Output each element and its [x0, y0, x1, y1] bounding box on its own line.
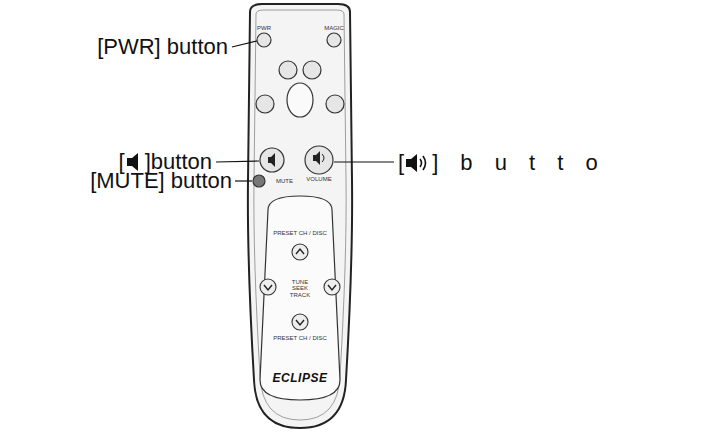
button-legend: MAGIC — [324, 25, 344, 31]
button-legend: MUTE — [276, 178, 293, 184]
button-legend: VOLUME — [306, 176, 331, 182]
remote-body — [248, 4, 352, 428]
button-legend: PRESET CH / DISC — [270, 230, 330, 236]
button-legend: PRESET CH / DISC — [270, 335, 330, 341]
buttons — [253, 33, 344, 187]
button-legend: PWR — [257, 25, 271, 31]
part-label: ] b u t t o — [432, 151, 598, 175]
tuning-buttons — [260, 244, 340, 330]
speaker-glyphs — [268, 151, 324, 167]
remote-rim — [254, 10, 346, 420]
arrow-glyphs — [264, 249, 336, 325]
bracket-text: [ — [398, 151, 404, 175]
lower-panel — [260, 196, 340, 400]
button-legend: TUNE SEEK TRACK — [285, 279, 315, 298]
part-label: [PWR] button — [97, 35, 228, 59]
leader-lines — [216, 41, 394, 181]
brand-logo: ECLIPSE — [273, 372, 328, 385]
volume-up-label: [ ] b u t t o — [398, 151, 598, 175]
speaker-icon — [404, 152, 432, 174]
part-label: [MUTE] button — [90, 169, 232, 193]
